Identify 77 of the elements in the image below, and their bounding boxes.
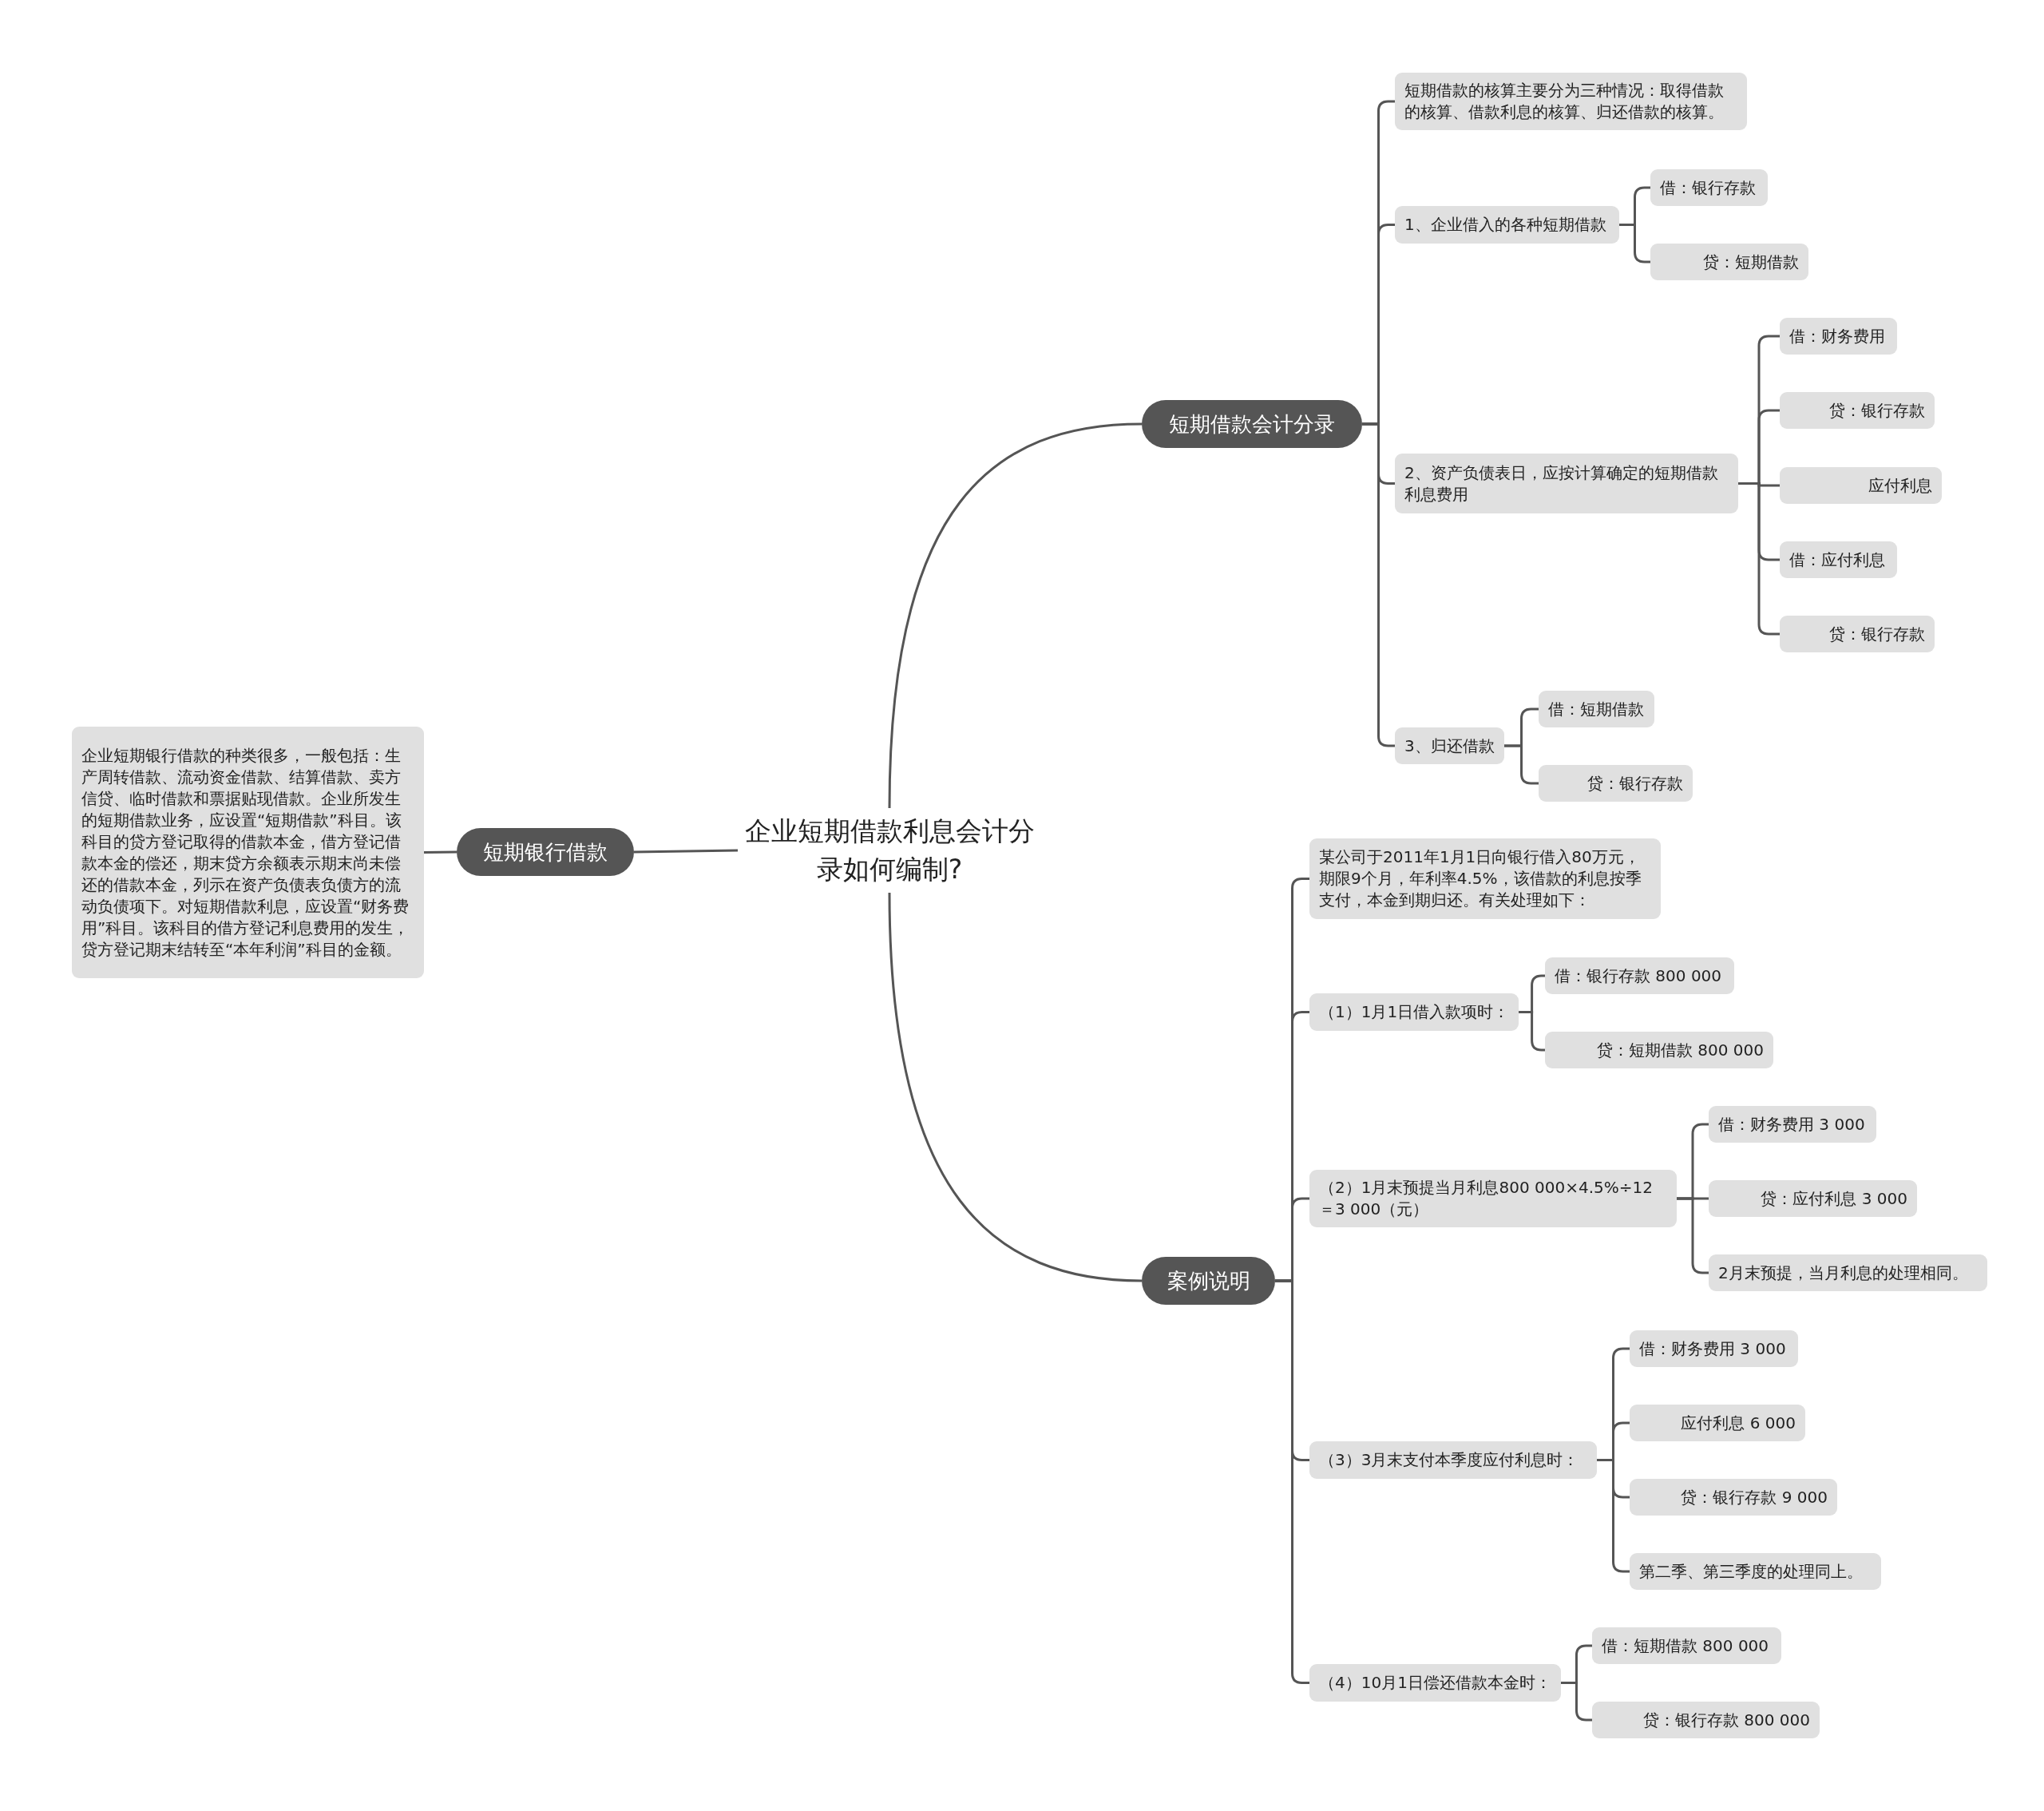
connector-line — [423, 850, 458, 854]
note-text: 企业短期银行借款的种类很多，一般包括：生产周转借款、流动资金借款、结算借款、卖方信贷、临时借款和票据贴现借款。企业所发生的短期借款业务，应设置“短期借款”科目。该科目的贷方登记取得的借款本金，借方登记借款本金的偿还，期末贷方余额表示期末尚未偿还的借款本金，列示在资产负债表负债方的流动负债项下。对短期借款利息，应设置“财务费用”科目。该科目的借方登记利息费用的发生，贷方登记期末结转至“本年利润”科目的金额。 — [81, 744, 410, 961]
entry-card — [1780, 541, 1897, 578]
entry-text: （3）3月末支付本季度应付利息时： — [1319, 1449, 1579, 1471]
entry-text: 应付利息 6 000 — [1681, 1412, 1796, 1434]
entry-text: （4）10月1日偿还借款本金时： — [1319, 1672, 1551, 1694]
connector-line — [1619, 224, 1650, 264]
entry-text: 借：短期借款 800 000 — [1602, 1635, 1769, 1657]
entry-card — [1395, 727, 1504, 764]
entry-text: 贷：银行存款 800 000 — [1642, 1709, 1810, 1731]
note-text: 2、资产负债表日，应按计算确定的短期借款利息费用 — [1404, 462, 1719, 505]
entry-card — [1709, 1254, 1987, 1291]
entry-text: 贷：银行存款 — [1587, 772, 1683, 795]
entry-card — [1780, 467, 1942, 504]
entry-text: 借：财务费用 — [1789, 325, 1885, 347]
entry-text: 借：银行存款 800 000 — [1555, 965, 1722, 987]
entry-card — [1780, 392, 1935, 429]
entry-card — [1780, 318, 1897, 355]
entry-card — [1630, 1479, 1837, 1516]
topic-pill — [457, 828, 634, 876]
central-topic-text: 企业短期借款利息会计分录如何编制? — [738, 808, 1041, 893]
entry-text: 借：应付利息 — [1789, 549, 1885, 571]
entry-card — [1545, 957, 1734, 994]
connector-line — [888, 422, 1143, 809]
entry-text: 第二季、第三季度的处理同上。 — [1639, 1560, 1863, 1583]
entry-text: 借：财务费用 3 000 — [1639, 1337, 1786, 1360]
entry-card — [1630, 1405, 1805, 1441]
entry-text: 贷：银行存款 9 000 — [1681, 1486, 1828, 1508]
note-card — [1395, 73, 1747, 130]
entry-text: 借：短期借款 — [1548, 698, 1644, 720]
connector-line — [1677, 1197, 1709, 1274]
entry-text: （1）1月1日借入款项时： — [1319, 1001, 1510, 1023]
entry-text: 贷：银行存款 — [1829, 623, 1925, 645]
entry-card — [1395, 206, 1619, 244]
entry-text: 应付利息 — [1868, 474, 1932, 497]
topic-pill — [1142, 400, 1362, 448]
entry-card — [1539, 765, 1693, 802]
entry-card — [1709, 1180, 1917, 1217]
entry-card — [1780, 616, 1935, 652]
note-card — [1309, 1170, 1677, 1227]
note-card — [1309, 838, 1661, 919]
connector-line — [1362, 422, 1395, 747]
note-card — [72, 727, 424, 978]
connector-line — [888, 892, 1143, 1282]
entry-text: 贷：短期借款 — [1703, 251, 1799, 273]
entry-text: 借：银行存款 — [1660, 176, 1756, 199]
entry-text: 2月末预提，当月利息的处理相同。 — [1718, 1262, 1968, 1284]
entry-card — [1592, 1627, 1781, 1664]
connector-line — [1560, 1682, 1592, 1722]
note-text: （2）1月末预提当月利息800 000×4.5%÷12＝3 000（元） — [1319, 1177, 1654, 1220]
entry-text: 3、归还借款 — [1404, 735, 1495, 757]
entry-card — [1539, 691, 1654, 727]
note-text: 某公司于2011年1月1日向银行借入80万元，期限9个月，年利率4.5%，该借款的利息按季支付，本金到期归还。有关处理如下： — [1319, 846, 1642, 911]
entry-card — [1709, 1106, 1876, 1143]
entry-card — [1630, 1330, 1798, 1367]
entry-card — [1309, 993, 1519, 1031]
topic-label: 短期借款会计分录 — [1169, 410, 1335, 438]
entry-card — [1630, 1553, 1881, 1590]
entry-text: 贷：短期借款 800 000 — [1596, 1039, 1764, 1061]
note-card — [1395, 454, 1738, 513]
entry-text: 1、企业借入的各种短期借款 — [1404, 214, 1606, 236]
entry-card — [1309, 1664, 1561, 1702]
entry-card — [1545, 1032, 1773, 1068]
note-text: 短期借款的核算主要分为三种情况：取得借款的核算、借款利息的核算、归还借款的核算。 — [1404, 80, 1725, 123]
connector-line — [1597, 1459, 1630, 1573]
entry-text: 借：财务费用 3 000 — [1718, 1113, 1865, 1135]
connector-line — [1504, 744, 1539, 785]
entry-card — [1592, 1702, 1820, 1738]
topic-label: 案例说明 — [1167, 1267, 1250, 1294]
entry-card — [1309, 1441, 1597, 1479]
topic-pill — [1142, 1257, 1275, 1305]
entry-card — [1650, 169, 1768, 206]
entry-text: 贷：银行存款 — [1829, 399, 1925, 422]
topic-label: 短期银行借款 — [483, 838, 608, 866]
entry-text: 贷：应付利息 3 000 — [1761, 1187, 1907, 1210]
connector-line — [633, 849, 739, 854]
entry-card — [1650, 244, 1808, 280]
